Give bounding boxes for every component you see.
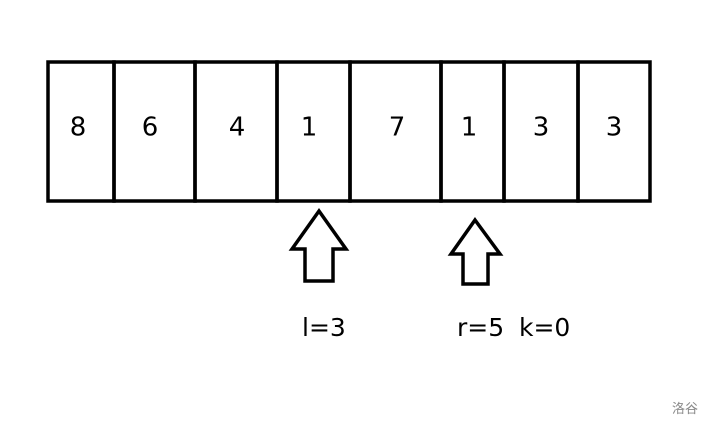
left-pointer-label: l=3	[302, 313, 346, 342]
array-value-1: 6	[142, 113, 159, 143]
array-value-3: 1	[301, 113, 318, 143]
array-value-2: 4	[229, 113, 246, 143]
array-values: 8 6 4 1 7 1 3 3	[70, 113, 623, 143]
array-row	[46, 60, 652, 203]
array-value-7: 3	[606, 113, 623, 143]
luogu-watermark: 洛谷	[672, 402, 699, 417]
array-value-4: 7	[389, 113, 406, 143]
array-value-0: 8	[70, 113, 87, 143]
left-pointer-arrow-icon	[288, 207, 350, 283]
k-value-label: k=0	[519, 313, 570, 342]
right-pointer-arrow-icon	[447, 217, 504, 286]
array-cell-7	[576, 60, 652, 203]
array-value-5: 1	[461, 113, 478, 143]
array-value-6: 3	[533, 113, 550, 143]
right-pointer-label: r=5	[457, 313, 504, 342]
